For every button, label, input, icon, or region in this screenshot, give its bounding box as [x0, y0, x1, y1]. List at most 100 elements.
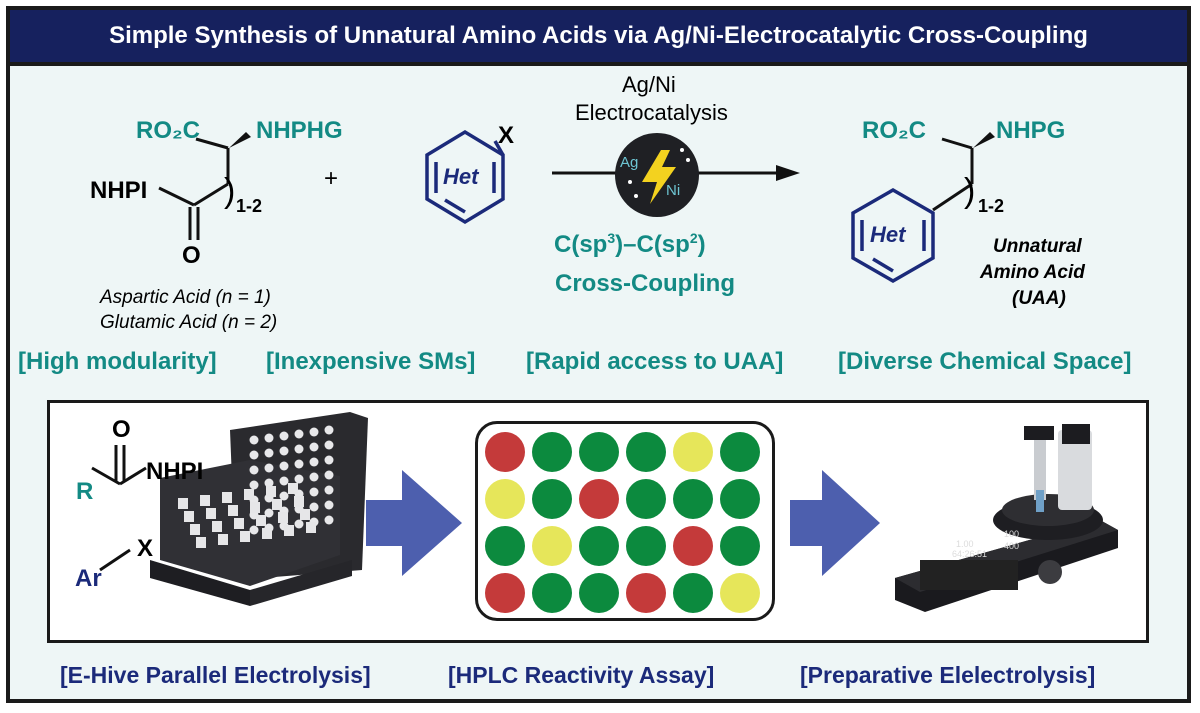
ehive-hole [324, 485, 334, 495]
reactant1-chain-bracket: ) [224, 172, 236, 210]
ehive-vial [184, 511, 194, 522]
well-green [673, 573, 713, 613]
well-red [673, 526, 713, 566]
ehive-hole [294, 459, 304, 469]
ehive-hole [264, 463, 274, 473]
ehive-vial [212, 521, 222, 532]
reactant1-caption-1: Aspartic Acid (n = 1) [100, 287, 271, 308]
product-chain-sub: 1-2 [978, 196, 1005, 216]
ehive-vial [266, 486, 276, 497]
reactant1-amine: NHPHG [256, 117, 343, 144]
ehive-hole [324, 425, 334, 435]
ehive-hole [309, 472, 319, 482]
well-green [626, 526, 666, 566]
reactant1-oxygen: O [182, 242, 201, 269]
ehive-hole [324, 440, 334, 450]
ehive-vial [278, 512, 288, 523]
well-green [720, 526, 760, 566]
well-yellow [532, 526, 572, 566]
ehive-hole [294, 429, 304, 439]
ehive-vial [178, 498, 188, 509]
well-yellow [673, 432, 713, 472]
ehive-hole [279, 476, 289, 486]
product-amine: NHPG [996, 117, 1066, 144]
ehive-hole [264, 508, 274, 518]
ehive-hole [324, 515, 334, 525]
ehive-hole [279, 446, 289, 456]
ehive-hole [294, 474, 304, 484]
well-red [485, 432, 525, 472]
workflow-o-label: O [112, 416, 131, 443]
well-red [579, 479, 619, 519]
workflow-ar-label: Ar [75, 565, 102, 592]
ehive-vial [218, 534, 228, 545]
title-bar: Simple Synthesis of Unnatural Amino Acid… [6, 6, 1191, 66]
step-hplc-assay: [HPLC Reactivity Assay] [448, 662, 715, 688]
well-green [720, 432, 760, 472]
electrocatalysis-badge-icon [615, 133, 699, 217]
well-green [532, 479, 572, 519]
ehive-vial [190, 524, 200, 535]
reactant2-ring-label: Het [443, 164, 479, 189]
ehive-hole [324, 455, 334, 465]
reactant2-x: X [498, 122, 515, 149]
well-green [532, 573, 572, 613]
ehive-hole [309, 487, 319, 497]
well-green [485, 526, 525, 566]
ehive-vial [196, 537, 206, 548]
feature-modularity: [High modularity] [18, 348, 217, 375]
display-readout-3b: 100 [1004, 529, 1019, 539]
product-ring-label: Het [870, 222, 906, 247]
ehive-vial [228, 505, 238, 516]
plus-sign: + [324, 165, 339, 192]
coupling-type: Cross-Coupling [555, 270, 735, 297]
ehive-vial [284, 525, 294, 536]
step-preparative-electrolysis: [Preparative Elelectrolysis] [800, 662, 1096, 688]
ehive-hole [279, 461, 289, 471]
step-parallel-electrolysis: [E-Hive Parallel Electrolysis] [60, 662, 371, 688]
ehive-hole [249, 435, 259, 445]
well-green [626, 432, 666, 472]
well-red [485, 573, 525, 613]
reactant1-caption-2: Glutamic Acid (n = 2) [100, 312, 278, 333]
reaction-arrow-head [776, 165, 800, 181]
workflow-r-label: R [76, 478, 94, 505]
ehive-vial [200, 495, 210, 506]
ehive-vial [256, 515, 266, 526]
ehive-hole [264, 433, 274, 443]
reactant1-nhpi: NHPI [90, 177, 148, 204]
reactant1-ester: RO₂C [136, 117, 200, 144]
product-ring [851, 187, 935, 284]
ehive-vial [234, 518, 244, 529]
reactant1-chain-sub: 1-2 [236, 196, 263, 216]
product-caption-1: Unnatural [993, 236, 1082, 257]
feature-chemical-space: [Diverse Chemical Space] [838, 348, 1132, 375]
ehive-vial [262, 528, 272, 539]
ehive-hole [309, 427, 319, 437]
display-readout-1b: 1.00 [956, 539, 974, 549]
ehive-hole [279, 431, 289, 441]
well-green [673, 479, 713, 519]
well-green [579, 432, 619, 472]
ehive-vial [244, 489, 254, 500]
feature-rapid-access: [Rapid access to UAA] [526, 348, 784, 375]
conditions-line1: Ag/Ni [622, 72, 676, 97]
display-readout-4b: 400 [1004, 541, 1019, 551]
product-ester: RO₂C [862, 117, 926, 144]
well-green [532, 432, 572, 472]
figure-title: Simple Synthesis of Unnatural Amino Acid… [109, 22, 1088, 49]
badge-ag-label: Ag [620, 154, 638, 171]
reactant1-skeleton [158, 137, 230, 240]
reactant1-wedge-bond [229, 132, 251, 148]
workflow-x-label: X [137, 535, 154, 562]
product-caption-3: (UAA) [1012, 288, 1066, 309]
ehive-vial [294, 496, 304, 507]
ehive-hole [324, 500, 334, 510]
ehive-vial [240, 531, 250, 542]
display-readout-2b: 64:26:51 [952, 549, 987, 559]
well-green [626, 479, 666, 519]
ehive-hole [324, 470, 334, 480]
well-green [579, 573, 619, 613]
